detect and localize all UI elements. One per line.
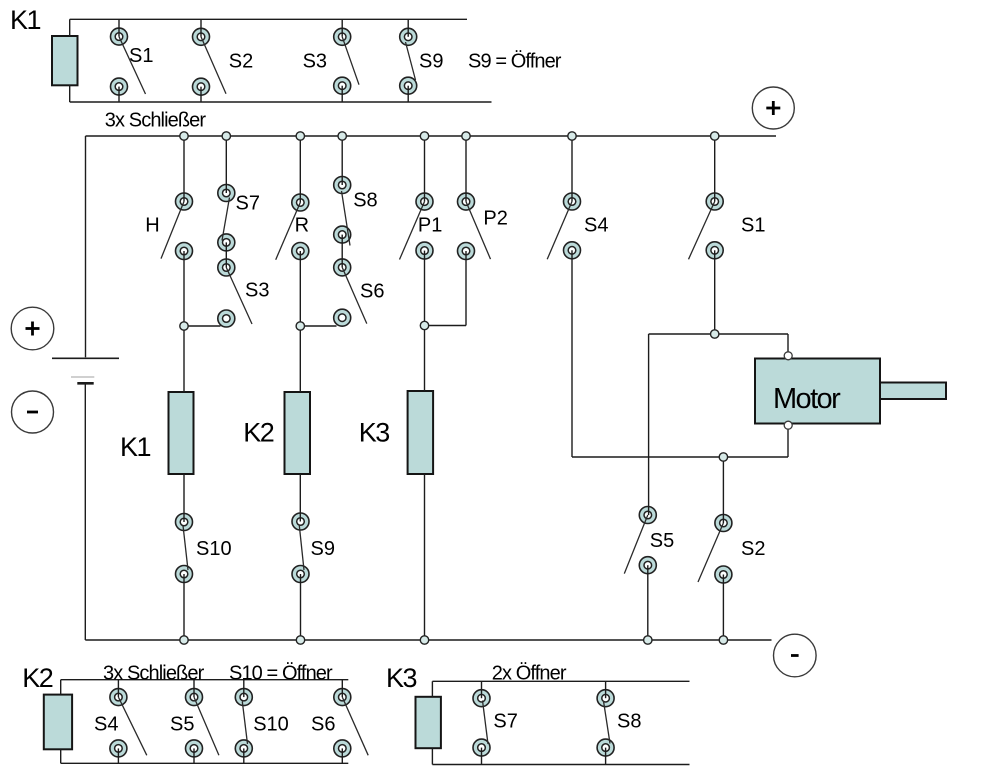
svg-text:S1: S1 (129, 45, 153, 67)
svg-text:S4: S4 (94, 713, 118, 735)
svg-text:S7: S7 (236, 193, 260, 215)
svg-text:S9 = Öffner: S9 = Öffner (468, 51, 562, 73)
svg-text:S8: S8 (353, 190, 377, 212)
svg-text:H: H (145, 215, 159, 237)
svg-text:S4: S4 (584, 214, 608, 236)
svg-text:S3: S3 (303, 51, 327, 73)
svg-text:K3: K3 (386, 663, 417, 693)
svg-text:K2: K2 (243, 418, 274, 448)
svg-text:S5: S5 (650, 530, 674, 552)
svg-text:K1: K1 (10, 5, 41, 35)
svg-text:Motor: Motor (773, 383, 841, 415)
svg-text:S6: S6 (311, 713, 335, 735)
svg-text:3x Schließer: 3x Schließer (103, 662, 205, 684)
svg-text:P1: P1 (418, 214, 442, 236)
svg-text:3x Schließer: 3x Schließer (105, 109, 207, 131)
svg-text:S8: S8 (617, 711, 641, 733)
svg-text:S9: S9 (311, 538, 335, 560)
svg-text:S6: S6 (360, 281, 384, 303)
svg-text:2x Öffner: 2x Öffner (492, 662, 567, 684)
svg-text:S2: S2 (741, 538, 765, 560)
svg-text:K1: K1 (120, 432, 151, 462)
svg-text:K2: K2 (22, 663, 53, 693)
svg-text:S10: S10 (253, 713, 289, 735)
svg-text:S1: S1 (741, 214, 765, 236)
svg-text:S9: S9 (419, 51, 443, 73)
svg-text:S7: S7 (493, 711, 517, 733)
svg-text:K3: K3 (359, 418, 390, 448)
svg-text:S2: S2 (229, 51, 253, 73)
svg-text:S3: S3 (245, 280, 269, 302)
svg-text:P2: P2 (483, 208, 507, 230)
svg-text:S10 = Öffner: S10 = Öffner (229, 662, 333, 684)
svg-text:R: R (295, 215, 309, 237)
svg-text:S10: S10 (196, 538, 232, 560)
svg-text:S5: S5 (170, 713, 194, 735)
